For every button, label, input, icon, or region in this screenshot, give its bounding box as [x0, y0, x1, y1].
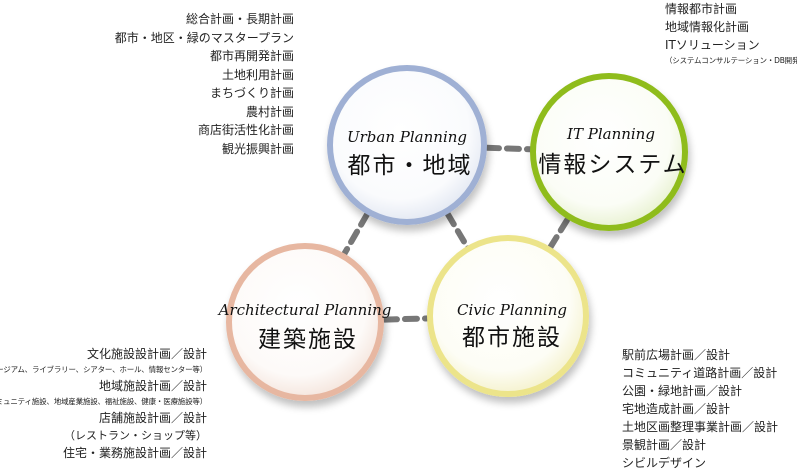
it-item: 情報都市計画	[665, 2, 738, 16]
urban-item: 商店街活性化計画	[197, 123, 294, 137]
architectural-item: 店舗施設計画／設計	[98, 411, 207, 425]
urban-planning-jp-label: 都市・地域	[348, 153, 473, 179]
civic-planning-circle: Civic Planning 都市施設	[427, 235, 589, 397]
civic-planning-en-label: Civic Planning	[457, 301, 567, 319]
civic-item: 土地区画整理事業計画／設計	[622, 420, 779, 434]
it-planning-jp-label: 情報システム	[538, 152, 687, 178]
civic-item: コミュニティ道路計画／設計	[622, 366, 778, 380]
it-item: 地域情報化計画	[665, 20, 750, 34]
civic-item: シビルデザイン	[622, 456, 707, 470]
urban-item: 総合計画・長期計画	[185, 12, 294, 26]
it-planning-item-list: 情報都市計画 地域情報化計画 ITソリューション （システムコンサルテーション・…	[665, 0, 797, 68]
urban-item: 都市再開発計画	[209, 49, 294, 63]
architectural-item: 文化施設設計画／設計	[86, 347, 207, 361]
architectural-planning-item-list: 文化施設設計画／設計 （ミュージアム、ライブラリー、シアター、ホール、情報センタ…	[0, 345, 207, 462]
urban-item: まちづくり計画	[209, 86, 294, 100]
architectural-item-note: （コミュニティ施設、地域産業施設、福祉施設、健康・医療施設等）	[0, 397, 207, 406]
civic-planning-jp-label: 都市施設	[462, 325, 562, 351]
it-item-note: （システムコンサルテーション・DB開発等）	[665, 56, 797, 65]
architectural-item-note: （レストラン・ショップ等）	[64, 429, 207, 442]
it-item: ITソリューション	[665, 38, 760, 52]
architectural-planning-en-label: Architectural Planning	[217, 301, 392, 319]
civic-item: 公園・緑地計画／設計	[622, 384, 743, 398]
urban-item: 農村計画	[245, 104, 294, 119]
civic-item: 駅前広場計画／設計	[622, 348, 731, 362]
architectural-item: 地域施設計画／設計	[98, 379, 207, 393]
it-planning-en-label: IT Planning	[566, 125, 655, 143]
architectural-item: 住宅・業務施設計画／設計	[62, 446, 207, 460]
urban-item: 土地利用計画	[221, 67, 294, 82]
it-planning-circle: IT Planning 情報システム	[530, 73, 688, 231]
civic-item: 景観計画／設計	[622, 438, 707, 452]
urban-planning-item-list: 総合計画・長期計画 都市・地区・緑のマスタープラン 都市再開発計画 土地利用計画…	[115, 10, 294, 158]
civic-item: 宅地造成計画／設計	[622, 402, 731, 416]
architectural-planning-jp-label: 建築施設	[258, 327, 358, 353]
urban-planning-circle: Urban Planning 都市・地域	[327, 65, 487, 225]
urban-item: 観光振興計画	[221, 141, 294, 156]
architectural-item-note: （ミュージアム、ライブラリー、シアター、ホール、情報センター等）	[0, 365, 207, 374]
architectural-planning-circle: Architectural Planning 建築施設	[217, 243, 392, 401]
civic-planning-item-list: 駅前広場計画／設計 コミュニティ道路計画／設計 公園・緑地計画／設計 宅地造成計…	[622, 346, 778, 472]
urban-item: 都市・地区・緑のマスタープラン	[114, 30, 294, 45]
urban-planning-en-label: Urban Planning	[347, 128, 467, 146]
